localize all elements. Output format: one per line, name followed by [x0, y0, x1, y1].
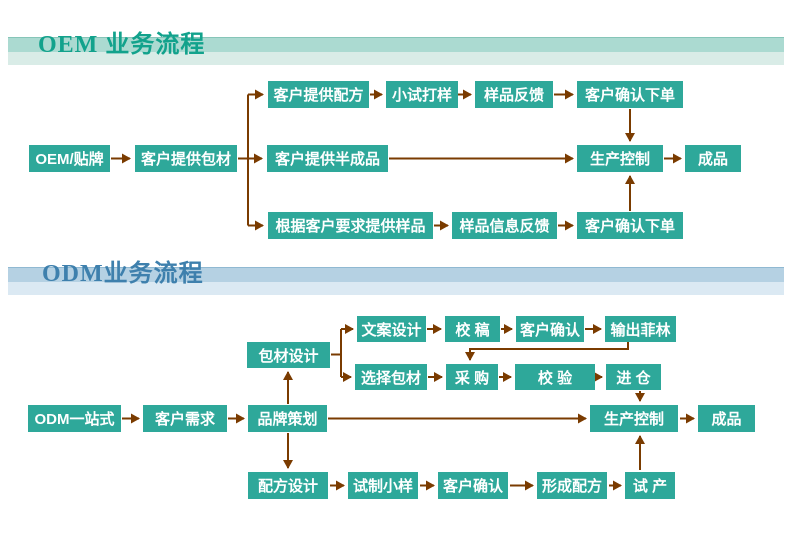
node-oem-production-control: 生产控制 — [577, 145, 663, 172]
node-odm-select-package: 选择包材 — [355, 364, 427, 390]
node-odm-output-film: 输出菲林 — [605, 316, 676, 342]
node-oem-sample-info-feedback: 样品信息反馈 — [452, 212, 557, 239]
oem-section-title: OEM 业务流程 — [38, 32, 206, 58]
node-odm-warehouse: 进 仓 — [606, 364, 661, 390]
node-oem-trial-sample: 小试打样 — [386, 81, 458, 108]
odm-section-title: ODM业务流程 — [42, 261, 204, 287]
node-odm-customer-confirm-top: 客户确认 — [516, 316, 584, 342]
node-oem-confirm-order-bottom: 客户确认下单 — [577, 212, 683, 239]
node-oem-sample-by-request: 根据客户要求提供样品 — [268, 212, 433, 239]
oem-header-band — [8, 37, 784, 52]
oem-connectors — [111, 89, 682, 231]
node-odm-brand-planning: 品牌策划 — [248, 405, 327, 432]
node-oem-customer-formula: 客户提供配方 — [268, 81, 369, 108]
node-odm-trial-small-sample: 试制小样 — [348, 472, 418, 499]
node-odm-proofread: 校 稿 — [445, 316, 500, 342]
odm-connectors — [122, 324, 695, 491]
odm-header-band-light — [8, 282, 784, 295]
node-odm-formula-design: 配方设计 — [248, 472, 328, 499]
node-odm-start: ODM一站式 — [28, 405, 121, 432]
odm-header-band — [8, 267, 784, 282]
node-oem-start: OEM/贴牌 — [29, 145, 110, 172]
node-odm-trial-production: 试 产 — [625, 472, 675, 499]
node-odm-package-design: 包材设计 — [247, 342, 330, 368]
node-oem-finished: 成品 — [685, 145, 741, 172]
node-odm-copy-design: 文案设计 — [357, 316, 426, 342]
node-odm-purchase: 采 购 — [446, 364, 498, 390]
node-oem-confirm-order-top: 客户确认下单 — [577, 81, 683, 108]
node-odm-customer-demand: 客户需求 — [143, 405, 227, 432]
node-odm-form-formula: 形成配方 — [537, 472, 607, 499]
node-odm-finished: 成品 — [698, 405, 755, 432]
oem-header-band-light — [8, 52, 784, 65]
node-oem-customer-package: 客户提供包材 — [135, 145, 237, 172]
flow-arrow — [465, 342, 629, 361]
node-odm-production-control: 生产控制 — [590, 405, 678, 432]
node-oem-semi-finished: 客户提供半成品 — [267, 145, 388, 172]
node-odm-customer-confirm-bottom: 客户确认 — [438, 472, 508, 499]
node-odm-inspection: 校 验 — [515, 364, 595, 390]
node-oem-sample-feedback: 样品反馈 — [475, 81, 553, 108]
